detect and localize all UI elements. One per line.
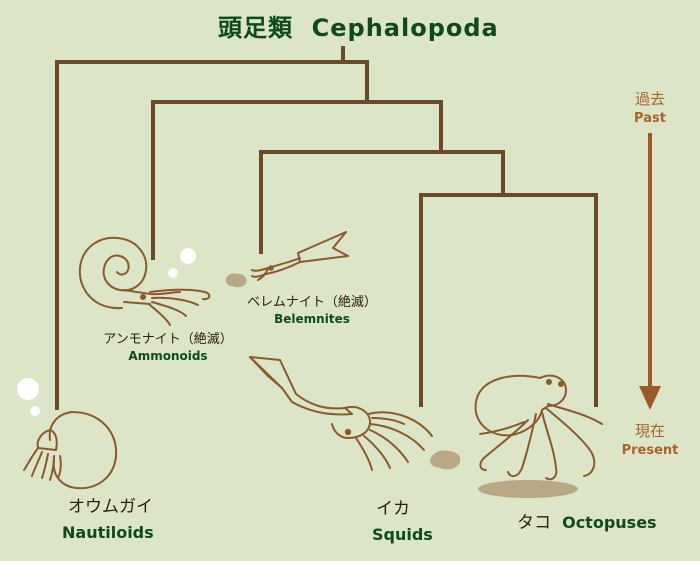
bubbles [17, 248, 196, 416]
branch-squids-octopuses [419, 193, 598, 407]
past-label: 過去 Past [630, 88, 670, 126]
present-label-ja: 現在 [634, 422, 665, 440]
nautiloids-label: オウムガイ Nautiloids [62, 492, 154, 542]
nautilus-illustration [23, 411, 118, 490]
ammonoids-label-ja: アンモナイト（絶滅） [103, 332, 233, 347]
belemnites-label-ja: ベレムナイト（絶滅） [247, 295, 377, 310]
octopuses-label-en: Octopuses [562, 513, 657, 532]
ink-clouds [226, 273, 461, 470]
belemnites-label-en: Belemnites [274, 312, 350, 326]
branch-ammonoids [151, 100, 443, 260]
octopuses-label-ja: タコ [517, 513, 551, 533]
octopus-shadow [478, 480, 578, 498]
time-arrow [639, 133, 661, 410]
belemnites-label: ベレムナイト（絶滅） Belemnites [232, 291, 392, 326]
squids-label: イカ Squids [372, 494, 433, 544]
title-en: Cephalopoda [311, 14, 499, 42]
title-ja: 頭足類 [218, 14, 293, 42]
past-label-ja: 過去 [634, 90, 665, 108]
squids-label-en: Squids [372, 525, 433, 544]
present-label: 現在 Present [620, 420, 680, 458]
past-label-en: Past [634, 111, 666, 126]
ammonoids-label: アンモナイト（絶滅） Ammonoids [88, 328, 248, 363]
ammonite-illustration [78, 236, 211, 326]
nautiloids-label-en: Nautiloids [62, 523, 154, 542]
branch-belemnites [259, 150, 505, 254]
nautiloids-label-ja: オウムガイ [68, 497, 153, 517]
octopus-illustration [474, 374, 603, 481]
ammonoids-label-en: Ammonoids [128, 349, 208, 363]
octopuses-label: タコ Octopuses [517, 508, 657, 533]
branch-nautiloids [55, 60, 369, 410]
belemnite-illustration [251, 231, 349, 281]
present-label-en: Present [621, 443, 679, 458]
squid-illustration [249, 356, 433, 471]
diagram-title: 頭足類 Cephalopoda [218, 8, 499, 43]
squids-label-ja: イカ [376, 499, 410, 519]
